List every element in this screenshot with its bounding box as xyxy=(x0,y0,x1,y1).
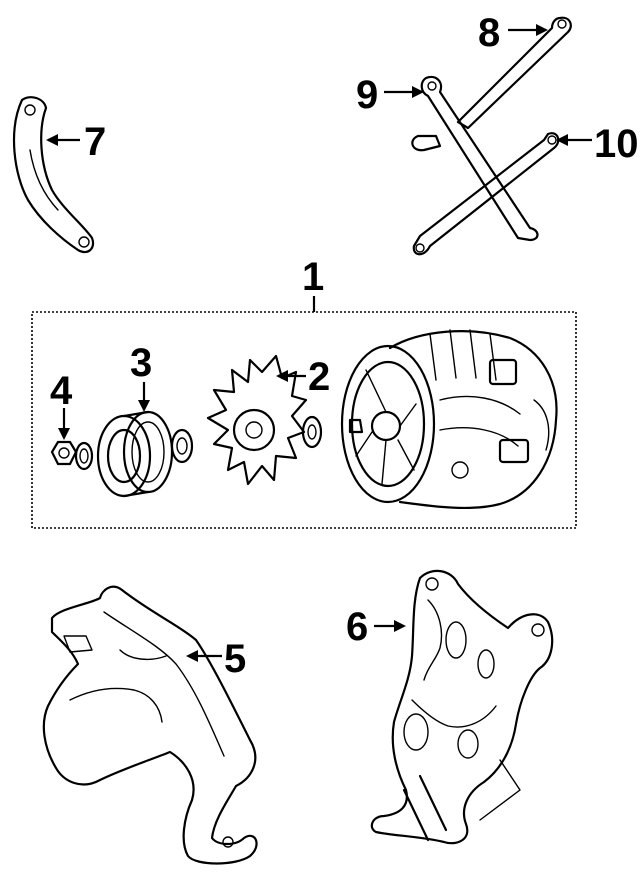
callout-9: 9 xyxy=(356,73,378,117)
callout-6-group: 6 xyxy=(346,605,406,649)
callout-5-group: 5 xyxy=(186,637,246,681)
part-2-fan xyxy=(206,354,323,486)
callout-4-group: 4 xyxy=(50,369,73,440)
callout-9-group: 9 xyxy=(356,73,424,117)
callout-10: 10 xyxy=(594,122,639,166)
callout-6: 6 xyxy=(346,605,368,649)
callout-3: 3 xyxy=(130,341,152,385)
callout-1: 1 xyxy=(302,255,324,299)
callout-2: 2 xyxy=(308,355,330,399)
part-7-bracket xyxy=(12,96,95,254)
callout-7-group: 7 xyxy=(46,120,106,164)
callout-8-group: 8 xyxy=(478,11,548,55)
callout-8: 8 xyxy=(478,11,500,55)
alternator-body xyxy=(340,329,558,510)
callout-3-group: 3 xyxy=(130,341,152,412)
part-3-pulley xyxy=(96,410,194,498)
part-6-bracket xyxy=(370,569,554,845)
part-10-brace xyxy=(412,132,560,256)
callout-1-group: 1 xyxy=(302,255,324,312)
callout-2-group: 2 xyxy=(276,355,330,399)
callout-7: 7 xyxy=(84,120,106,164)
assembly-box xyxy=(31,311,577,529)
callout-4: 4 xyxy=(50,369,73,413)
part-9-brace xyxy=(420,75,539,242)
callout-10-group: 10 xyxy=(556,122,639,166)
part-4-nut xyxy=(50,440,94,471)
part-5-guard xyxy=(42,585,258,865)
callout-5: 5 xyxy=(224,637,246,681)
